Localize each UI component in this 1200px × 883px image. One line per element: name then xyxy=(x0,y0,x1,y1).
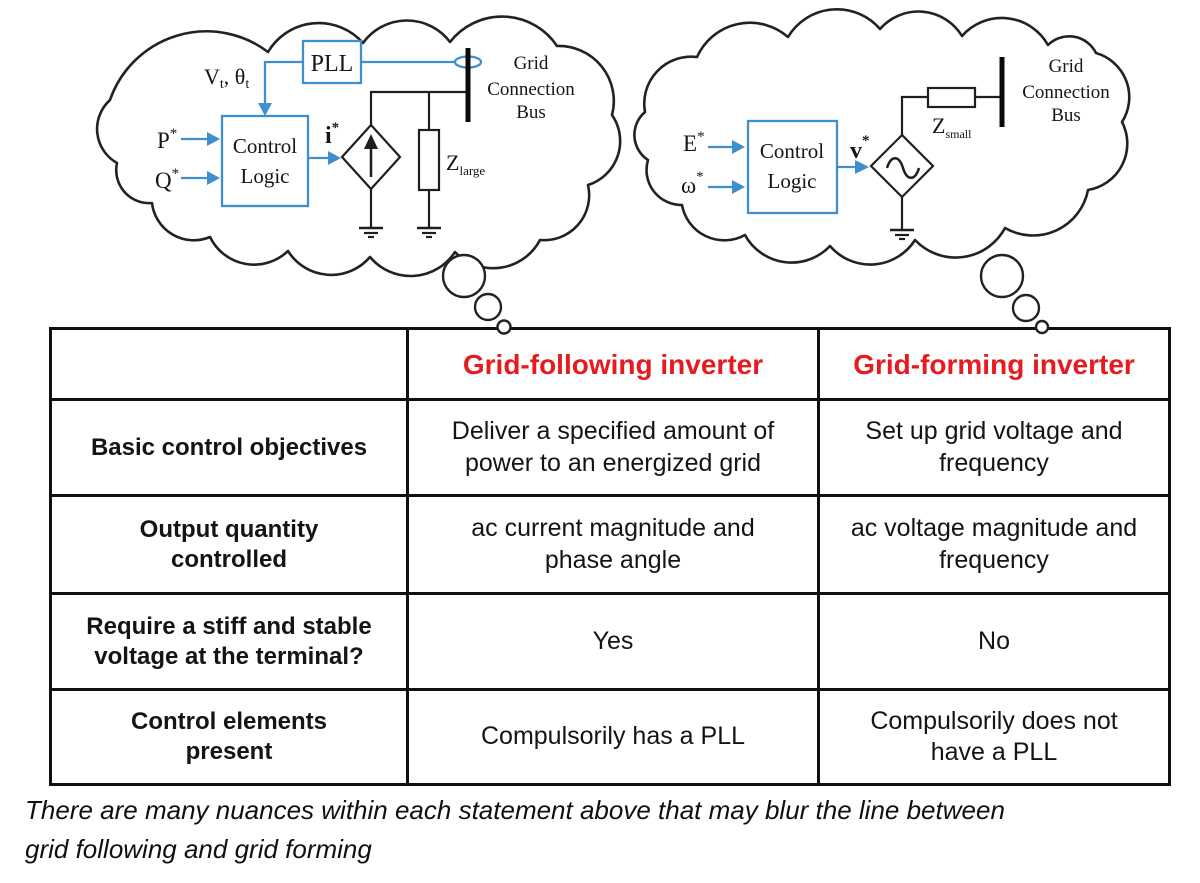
cell-following-objectives: Deliver a specified amount of power to a… xyxy=(406,398,820,497)
ground-icon xyxy=(417,226,441,239)
table-row: Require a stiff and stable voltage at th… xyxy=(49,592,1171,691)
reactive-power-ref-label: Q* xyxy=(155,166,179,193)
active-power-ref-label: P* xyxy=(157,126,177,153)
control-logic-line1: Control xyxy=(760,139,824,163)
row-label-stiff-voltage: Require a stiff and stable voltage at th… xyxy=(49,592,409,691)
header-empty-cell xyxy=(49,327,409,401)
arrowhead-omega-input xyxy=(732,180,745,194)
cell-following-stiff-voltage: Yes xyxy=(406,592,820,691)
impedance-small-label: Zsmall xyxy=(932,113,972,141)
right-black-circuit xyxy=(869,57,1005,241)
voltage-ref-label: v* xyxy=(850,133,870,164)
current-ref-label: i* xyxy=(325,120,339,149)
header-grid-forming: Grid-forming inverter xyxy=(817,327,1171,401)
left-black-circuit xyxy=(340,48,471,239)
pll-label: PLL xyxy=(311,51,354,77)
svg-text:Connection: Connection xyxy=(487,79,575,100)
svg-text:Grid: Grid xyxy=(1049,56,1084,77)
cloud-outline-left xyxy=(95,15,622,278)
svg-text:Bus: Bus xyxy=(1051,105,1081,126)
arrowhead-current-ref xyxy=(328,151,341,165)
cell-following-control-elements: Compulsorily has a PLL xyxy=(406,688,820,786)
svg-text:Grid: Grid xyxy=(514,53,549,74)
cell-following-output: ac current magnitude and phase angle xyxy=(406,494,820,595)
grid-connection-bus-label-right: Grid Connection Bus xyxy=(1022,56,1110,126)
arrowhead-voltage-ref xyxy=(855,160,869,174)
cell-forming-stiff-voltage: No xyxy=(817,592,1171,691)
control-logic-line1: Control xyxy=(233,134,297,158)
inverter-thought-clouds-diagram: PLL Control Logic Vt, θt P* Q* i* Zlarge… xyxy=(95,8,1131,335)
controlled-voltage-source-icon xyxy=(869,133,935,199)
table-row: Control elements present Compulsorily ha… xyxy=(49,688,1171,786)
cell-forming-control-elements: Compulsorily does not have a PLL xyxy=(817,688,1171,786)
ground-icon xyxy=(890,228,914,241)
left-blue-wires xyxy=(181,55,483,185)
voltage-magnitude-ref-label: E* xyxy=(683,129,705,156)
impedance-large-box xyxy=(417,128,441,192)
sine-symbol-icon xyxy=(885,157,921,179)
table-row: Basic control objectives Deliver a speci… xyxy=(49,398,1171,497)
right-blue-wires xyxy=(708,140,869,194)
ground-icon xyxy=(359,226,383,239)
row-label-control-elements: Control elements present xyxy=(49,688,409,786)
thought-bubble-trail-left xyxy=(441,253,512,335)
row-label-output-quantity: Output quantity controlled xyxy=(49,494,409,595)
cell-forming-objectives: Set up grid voltage and frequency xyxy=(817,398,1171,497)
table-row: Output quantity controlled ac current ma… xyxy=(49,494,1171,595)
arrowhead-p-input xyxy=(207,132,220,146)
svg-text:Bus: Bus xyxy=(516,102,546,123)
control-logic-box-left xyxy=(220,114,310,208)
grid-forming-cloud: Control Logic E* ω* v* Zsmall Grid Conne… xyxy=(633,8,1131,266)
comparison-table: Grid-following inverter Grid-forming inv… xyxy=(49,327,1171,786)
header-grid-following: Grid-following inverter xyxy=(406,327,820,401)
grid-connection-bus-label-left: Grid Connection Bus xyxy=(487,53,575,123)
arrowhead-e-input xyxy=(732,140,745,154)
control-logic-box-right xyxy=(746,119,839,215)
row-label-basic-control-objectives: Basic control objectives xyxy=(49,398,409,497)
feedback-signal-label: Vt, θt xyxy=(204,64,249,92)
frequency-ref-label: ω* xyxy=(681,169,704,198)
footnote: There are many nuances within each state… xyxy=(25,795,1005,864)
cell-forming-output: ac voltage magnitude and frequency xyxy=(817,494,1171,595)
grid-following-cloud: PLL Control Logic Vt, θt P* Q* i* Zlarge… xyxy=(95,15,622,278)
cloud-outline-right xyxy=(633,8,1131,266)
current-arrow-icon xyxy=(364,134,378,149)
impedance-small-box xyxy=(926,86,977,109)
bus-measurement-probe-icon xyxy=(453,55,483,69)
control-logic-line2: Logic xyxy=(241,164,290,188)
arrowhead-q-input xyxy=(207,171,220,185)
header-row: Grid-following inverter Grid-forming inv… xyxy=(49,327,1171,401)
controlled-current-source-icon xyxy=(340,123,402,191)
thought-bubble-trail-right xyxy=(979,253,1050,335)
impedance-large-label: Zlarge xyxy=(446,150,485,178)
control-logic-line2: Logic xyxy=(768,169,817,193)
arrowhead-pll-to-control xyxy=(258,103,272,116)
pll-box xyxy=(301,39,363,85)
svg-text:Connection: Connection xyxy=(1022,82,1110,103)
